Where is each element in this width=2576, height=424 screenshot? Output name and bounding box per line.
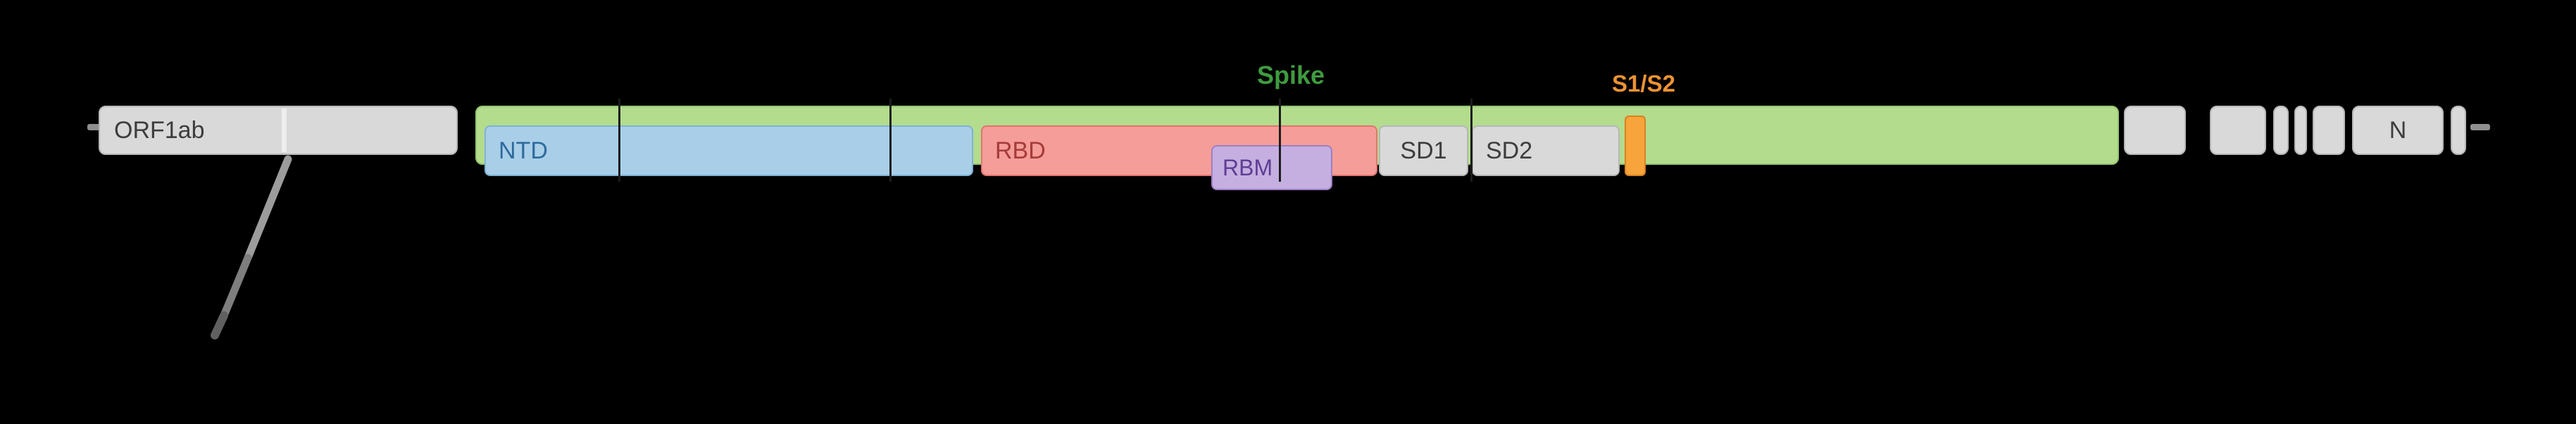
domain-rbm[interactable]: RBM <box>1211 145 1332 190</box>
domain-rbd-label: RBD <box>995 137 1046 164</box>
gene-orf1ab[interactable]: ORF1ab <box>99 106 458 155</box>
domain-sd1-label: SD1 <box>1400 137 1447 164</box>
gene-box-3[interactable] <box>2273 106 2289 155</box>
domain-ntd-label: NTD <box>499 137 548 164</box>
domain-sd1[interactable]: SD1 <box>1379 125 1468 176</box>
domain-sd2[interactable]: SD2 <box>1472 125 1620 176</box>
gene-box-4[interactable] <box>2294 106 2307 155</box>
spike-gene-label: Spike <box>1256 61 1325 89</box>
gene-n-label: N <box>2389 116 2407 144</box>
domain-rbd[interactable]: RBD <box>981 125 1377 176</box>
gene-box-6[interactable] <box>2451 106 2466 155</box>
gene-box-1[interactable] <box>2124 106 2186 155</box>
domain-ntd[interactable]: NTD <box>484 125 973 176</box>
gene-n[interactable]: N <box>2352 106 2444 155</box>
boundary-line-1 <box>618 99 620 182</box>
domain-rbm-label: RBM <box>1223 154 1273 180</box>
gene-box-2[interactable] <box>2210 106 2266 155</box>
domain-sd2-label: SD2 <box>1486 137 1533 164</box>
genome-line-end-tick <box>2470 124 2490 130</box>
callout-line-over-gene <box>282 108 287 152</box>
boundary-line-2 <box>889 99 892 182</box>
gene-box-5[interactable] <box>2313 106 2345 155</box>
boundary-line-3 <box>1279 99 1281 182</box>
s1s2-cleavage-marker[interactable] <box>1625 116 1646 176</box>
genome-line-start-tick <box>87 124 100 130</box>
s1s2-label: S1/S2 <box>1612 70 1675 96</box>
boundary-line-4 <box>1470 99 1473 182</box>
gene-orf1ab-label: ORF1ab <box>114 116 205 144</box>
